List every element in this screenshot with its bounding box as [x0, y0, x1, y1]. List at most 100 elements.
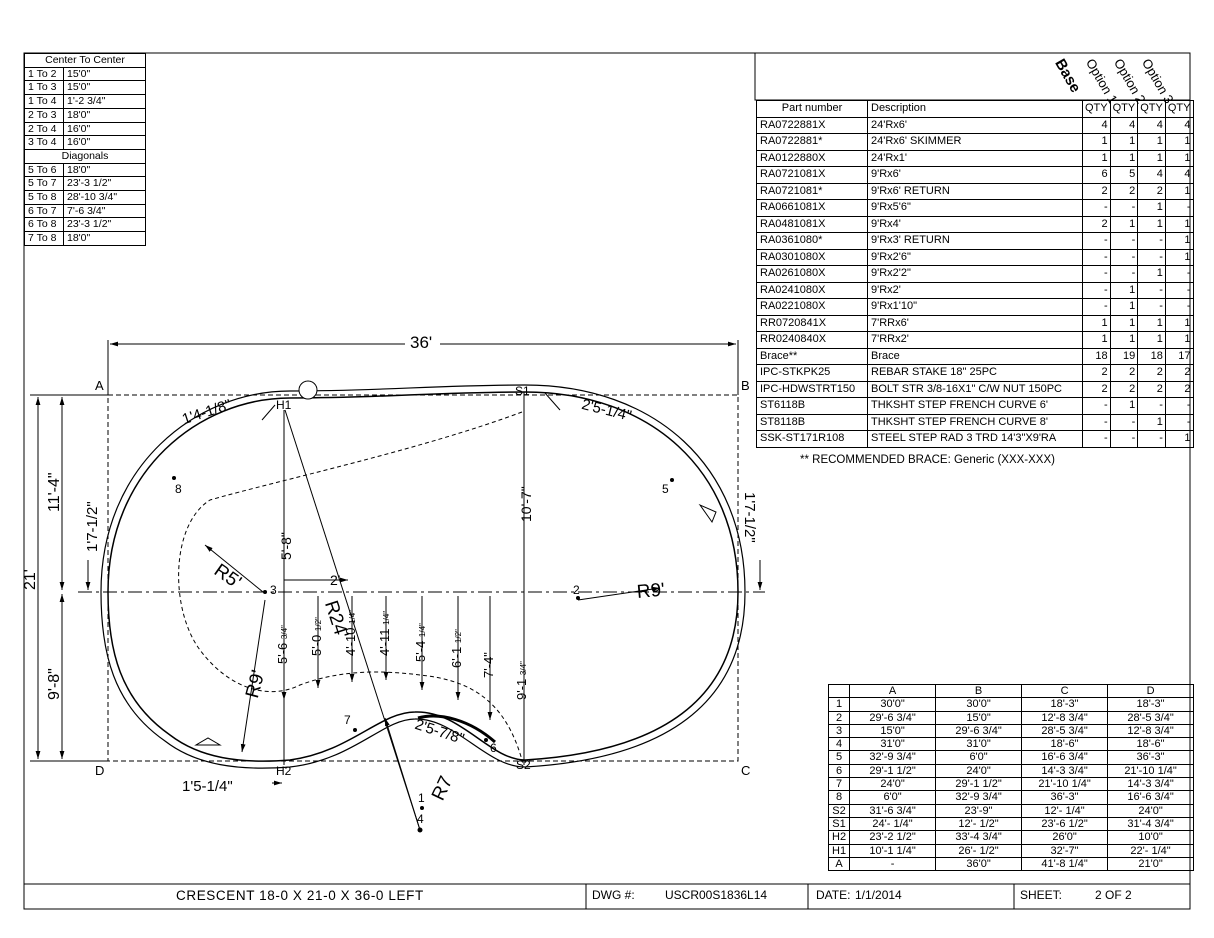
dims-d: 24'0"	[1107, 803, 1195, 818]
part-number: SSK-ST171R108	[756, 430, 868, 448]
dims-b: 36'0"	[935, 856, 1023, 872]
parts-header-row: Part number Description QTY QTY QTY QTY	[756, 100, 1194, 118]
part-description: 9'Rx2'	[867, 281, 1083, 299]
dims-point: H1	[827, 843, 851, 858]
dims-c: 28'-5 3/4"	[1021, 723, 1109, 739]
part-description: 24'Rx6'	[867, 116, 1083, 134]
offset-8-fraction: 3/4"	[519, 661, 528, 676]
drawing-title: CRESCENT 18-0 X 21-0 X 36-0 LEFT	[176, 888, 424, 903]
part-number: RA0261080X	[756, 265, 868, 283]
offset-4: 4'-11 1/4"	[377, 611, 392, 656]
deep-end-outline	[178, 411, 523, 761]
qty-option-3: 17	[1164, 347, 1194, 365]
dims-header-b: B	[935, 683, 1023, 699]
dims-a: 32'-9 3/4"	[849, 750, 937, 765]
diagonal-pair: 5 To 8	[24, 190, 64, 205]
qty-option-2: 1	[1137, 199, 1166, 217]
qty-option-3: 1	[1164, 133, 1194, 151]
sheet-label: SHEET:	[1020, 888, 1063, 902]
diagonal-distance: 23'-3 1/2"	[63, 217, 146, 233]
dims-c: 36'-3"	[1021, 790, 1109, 805]
ctc-pair: 2 To 4	[24, 121, 64, 137]
dims-a: -	[849, 856, 937, 872]
qty-option-1: 4	[1109, 116, 1139, 134]
dims-d: 21'0"	[1107, 856, 1195, 872]
dims-d: 21'-10 1/4"	[1107, 763, 1195, 779]
dims-b: 24'0"	[935, 763, 1023, 779]
offset-6: 6'-1 1/2"	[449, 629, 464, 668]
point-1: 1	[418, 791, 425, 805]
qty-base: -	[1082, 413, 1111, 431]
qty-option-3: 1	[1164, 248, 1194, 266]
qty-base: 2	[1082, 364, 1111, 382]
qty-option-3: 4	[1164, 116, 1194, 134]
qty-option-1: 2	[1109, 182, 1139, 200]
part-description: 24'Rx6' SKIMMER	[867, 133, 1083, 151]
qty-option-3: -	[1164, 298, 1194, 316]
dim-h2-offset: 1'5-1/4"	[182, 778, 233, 795]
qty-option-3: 1	[1164, 149, 1194, 167]
part-description: REBAR STAKE 18" 25PC	[867, 364, 1083, 382]
qty-base: 1	[1082, 331, 1111, 349]
dims-c: 32'-7"	[1021, 843, 1109, 858]
dims-d: 22'- 1/4"	[1107, 843, 1195, 858]
qty-option-1: -	[1109, 232, 1139, 250]
qty-option-2: 1	[1137, 149, 1166, 167]
pool-outline	[107, 391, 739, 762]
point-2: 2	[573, 583, 580, 597]
ctc-pair: 1 To 3	[24, 80, 64, 96]
qty-base: 2	[1082, 182, 1111, 200]
offset-5-value: 5'-4	[413, 640, 428, 662]
qty-base: 6	[1082, 166, 1111, 184]
dim-upper: 11'-4"	[46, 472, 63, 512]
dims-point: 3	[827, 723, 851, 739]
bounding-box	[107, 394, 739, 762]
offset-3-fraction: 1/4"	[348, 609, 357, 624]
dims-c: 26'0"	[1021, 830, 1109, 845]
qty-base: -	[1082, 265, 1111, 283]
qty-option-1: 1	[1109, 215, 1139, 233]
qty-option-1: 19	[1109, 347, 1139, 365]
dims-b: 26'- 1/2"	[935, 843, 1023, 858]
qty-option-2: -	[1137, 430, 1166, 448]
dims-header-d: D	[1107, 683, 1195, 699]
point-8: 8	[175, 482, 182, 496]
offset-5-fraction: 1/4"	[418, 623, 427, 638]
ctc-distance: 18'0"	[63, 107, 146, 123]
dims-c: 21'-10 1/4"	[1021, 777, 1109, 792]
point-7: 7	[344, 713, 351, 727]
offset-2-value: 5'-0	[309, 634, 324, 656]
ctc-distance: 16'0"	[63, 135, 146, 150]
qty-option-1: -	[1109, 430, 1139, 448]
diagonal-distance: 28'-10 3/4"	[63, 190, 146, 205]
part-description: 7'RRx6'	[867, 314, 1083, 332]
part-description: 9'Rx1'10"	[867, 298, 1083, 316]
dims-corner-cell	[827, 683, 851, 699]
offset-7: 7'-4"	[481, 652, 496, 678]
part-number: RA0722881*	[756, 133, 868, 151]
qty-base: -	[1082, 281, 1111, 299]
point-3: 3	[270, 583, 277, 597]
dims-a: 6'0"	[849, 790, 937, 805]
qty-option-2: 2	[1137, 380, 1166, 398]
qty-option-3: 1	[1164, 232, 1194, 250]
diagonal-pair: 7 To 8	[24, 231, 64, 246]
qty-option-3: 1	[1164, 215, 1194, 233]
qty-option-3: 4	[1164, 166, 1194, 184]
qty-option-3: 2	[1164, 380, 1194, 398]
dims-c: 18'-6"	[1021, 737, 1109, 752]
step-symbol	[417, 714, 496, 744]
dims-c: 23'-6 1/2"	[1021, 816, 1109, 832]
dims-a: 23'-2 1/2"	[849, 830, 937, 845]
